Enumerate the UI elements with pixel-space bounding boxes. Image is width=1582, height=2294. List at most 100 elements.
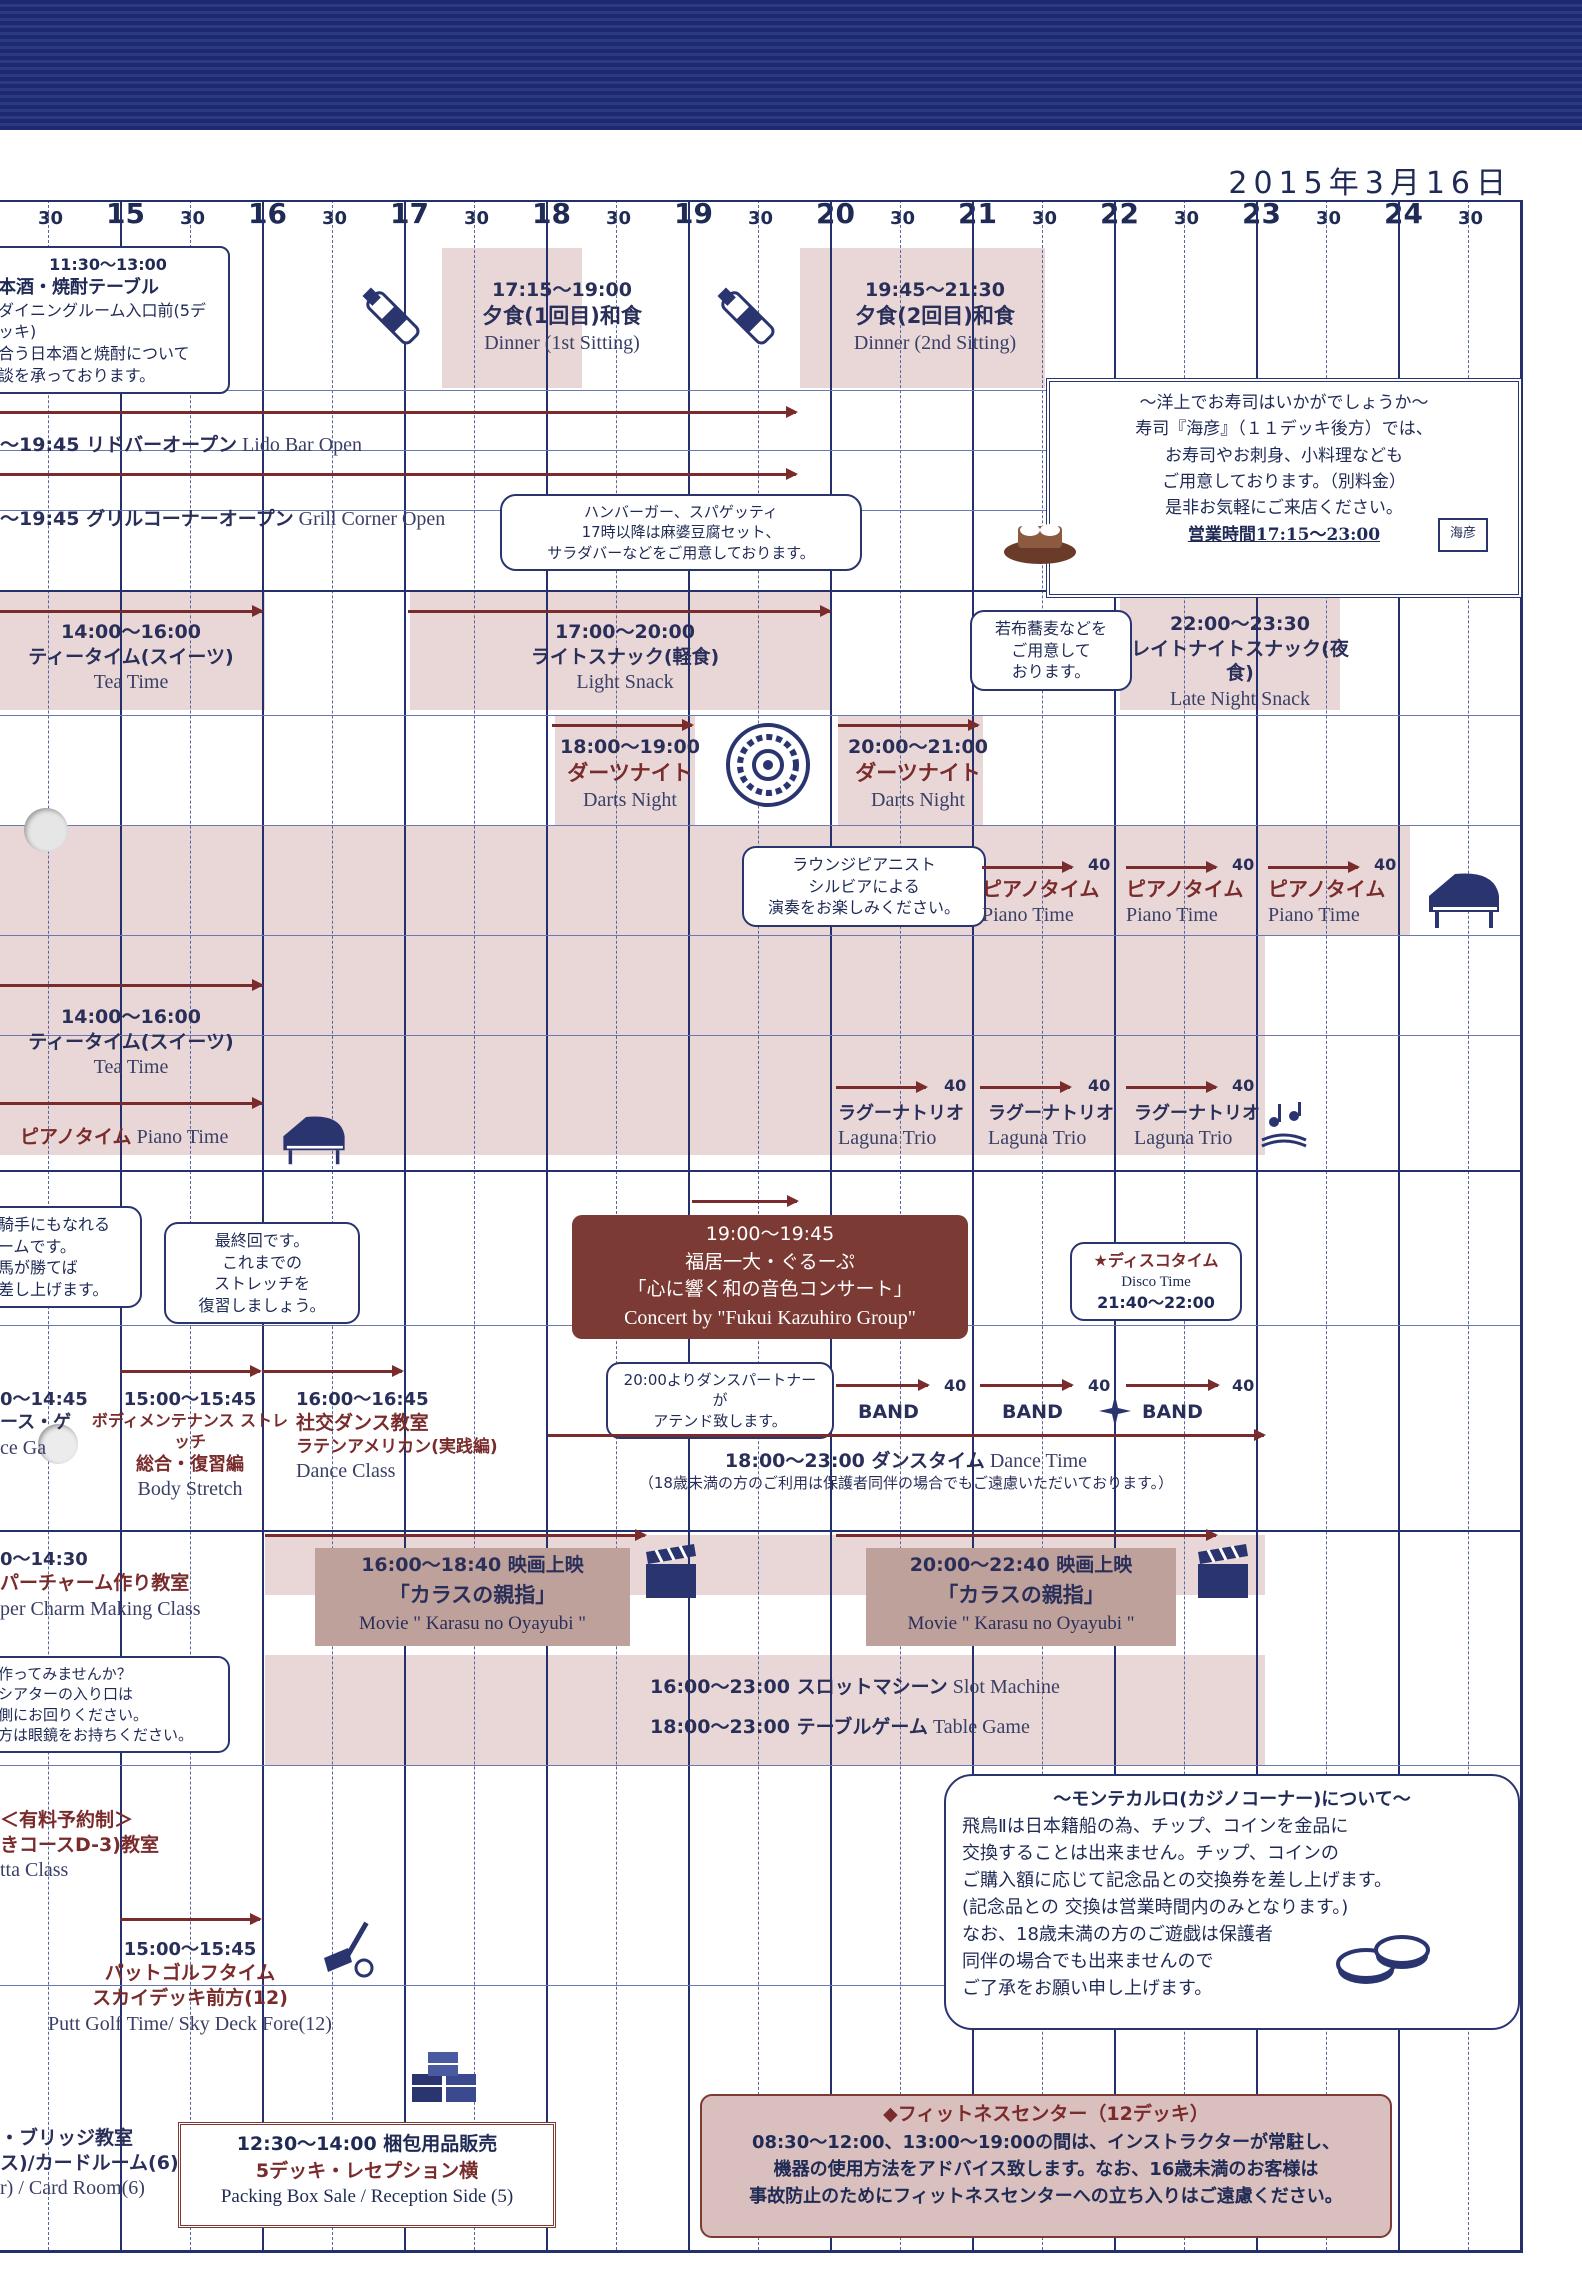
band-label: BAND xyxy=(1002,1401,1063,1423)
dinner-2nd-sitting: 19:45〜21:30 夕食(2回目)和食 Dinner (2nd Sittin… xyxy=(810,278,1060,356)
golf-club-icon xyxy=(324,1921,374,1978)
hole-punch xyxy=(38,1424,78,1464)
paper-charm-class: 0〜14:30 パーチャーム作り教室 per Charm Making Clas… xyxy=(0,1548,201,1622)
tea1-time: 14:00〜16:00 xyxy=(61,621,201,643)
darts-night-1: 18:00〜19:00 ダーツナイト Darts Night xyxy=(545,735,715,813)
movie1-time: 16:00〜18:40 映画上映 xyxy=(361,1554,584,1576)
laguna-trio-3: ラグーナトリオ Laguna Trio xyxy=(1134,1102,1274,1151)
paid-l1: ＜有料予約制＞ xyxy=(0,1809,134,1831)
piano3-en: Piano Time xyxy=(1268,904,1360,926)
umihiko-logo: 海彦 xyxy=(1438,518,1488,552)
concert-l2: 「心に響く和の音色コンサート」 xyxy=(627,1278,913,1301)
clapperboard-icon xyxy=(646,1544,696,1598)
dance-class-l1: 社交ダンス教室 xyxy=(296,1412,429,1435)
casino-l3: ご購入額に応じて記念品との交換券を差し上げます。 xyxy=(962,1870,1393,1891)
concert-fukui-kazuhiro: 19:00〜19:45 福居一大・ぐるーぷ 「心に響く和の音色コンサート」 Co… xyxy=(572,1215,968,1339)
laguna-arrow xyxy=(836,1081,928,1093)
sushi-line1: 〜洋上でお寿司はいかがでしょうか〜 xyxy=(1139,393,1429,413)
piano2-jp: ピアノタイム xyxy=(1126,877,1244,901)
sake-title: 本酒・焼酎テーブル xyxy=(0,276,159,298)
stretch-l2: 総合・復習編 xyxy=(136,1453,244,1475)
light-time: 17:00〜20:00 xyxy=(555,621,695,643)
light-arrow xyxy=(408,605,832,617)
sushi-hours: 営業時間17:15〜23:00 xyxy=(1187,524,1381,545)
tick-30: 30 xyxy=(748,208,774,229)
sushi-umihiko-box: 〜洋上でお寿司はいかがでしょうか〜 寿司『海彦』（１１デッキ後方）では、 お寿司… xyxy=(1046,378,1522,598)
paper-charm-bubble: 作ってみませんか？ シアターの入り口は 側にお回りください。 方は眼鏡をお持ちく… xyxy=(0,1656,230,1753)
putt-time: 15:00〜15:45 xyxy=(123,1939,257,1960)
band-arrow xyxy=(980,1379,1074,1391)
putt-golf-time: 15:00〜15:45 パットゴルフタイム スカイデッキ前方(12) Putt … xyxy=(30,1938,350,2037)
game-l2: ームです。 xyxy=(0,1236,76,1256)
fitness-l1: 08:30〜12:00、13:00〜19:00の間は、インストラクターが常駐し、 xyxy=(751,2131,1341,2153)
grill-en: Grill Corner Open xyxy=(298,508,446,530)
band-label: BAND xyxy=(858,1401,919,1423)
dance-class-arrow xyxy=(262,1365,404,1377)
tick-30: 30 xyxy=(606,208,632,229)
laguna1-jp: ラグーナトリオ xyxy=(838,1103,964,1124)
laguna-arrow xyxy=(980,1081,1072,1093)
laguna3-en: Laguna Trio xyxy=(1134,1127,1233,1150)
game-l3: 馬が勝てば xyxy=(0,1258,78,1278)
band-mins: 40 xyxy=(1232,1376,1255,1395)
movie2-arrow xyxy=(836,1529,1218,1541)
darts1-title: ダーツナイト xyxy=(567,760,693,785)
concert-en: Concert by "Fukui Kazuhiro Group" xyxy=(624,1306,916,1329)
packing-en: Packing Box Sale / Reception Side (5) xyxy=(220,2186,514,2208)
concert-time: 19:00〜19:45 xyxy=(705,1223,835,1245)
paper-bubble-l2: シアターの入り口は xyxy=(0,1685,134,1704)
dance-time: 18:00〜23:00 ダンスタイム Dance Time （18歳未満の方のご… xyxy=(548,1448,1264,1494)
disco-jp: ★ディスコタイム xyxy=(1093,1251,1219,1270)
laguna-mins: 40 xyxy=(1232,1076,1255,1095)
tea-time-1: 14:00〜16:00 ティータイム(スイーツ) Tea Time xyxy=(0,620,262,695)
piano-time-1: ピアノタイム Piano Time xyxy=(982,876,1112,928)
tick-30: 30 xyxy=(1032,208,1058,229)
tick-17: 17 xyxy=(390,197,429,230)
paper-jp: パーチャーム作り教室 xyxy=(0,1572,190,1595)
casino-l7: ご了承をお願い申し上げます。 xyxy=(962,1978,1213,1999)
piano-time-3: ピアノタイム Piano Time xyxy=(1268,876,1398,928)
disco-time-bubble: ★ディスコタイム Disco Time 21:40〜22:00 xyxy=(1070,1242,1242,1322)
lido-en: Lido Bar Open xyxy=(242,434,363,456)
tick-16: 16 xyxy=(248,197,287,230)
lido-jp: 〜19:45 リドバーオープン xyxy=(0,434,237,456)
laguna-trio-2: ラグーナトリオ Laguna Trio xyxy=(988,1102,1128,1151)
piano1-jp: ピアノタイム xyxy=(982,877,1100,901)
soba-l3: おります。 xyxy=(1011,662,1091,682)
stretch-time: 15:00〜15:45 xyxy=(123,1389,257,1410)
tick-30: 30 xyxy=(1174,208,1200,229)
darts2-shade xyxy=(838,715,983,825)
tick-20: 20 xyxy=(816,197,855,230)
sake-time: 11:30〜13:00 xyxy=(49,255,167,274)
band-mins: 40 xyxy=(1088,1376,1111,1395)
game-l1: 騎手にもなれる xyxy=(0,1215,111,1234)
casino-info-bubble: 〜モンテカルロ(カジノコーナー)について〜 飛鳥Ⅱは日本籍船の為、チップ、コイン… xyxy=(944,1774,1520,2030)
paper-bubble-l3: 側にお回りください。 xyxy=(0,1705,149,1724)
piano-mins: 40 xyxy=(1232,855,1255,874)
casino-l1: 飛鳥Ⅱは日本籍船の為、チップ、コインを金品に xyxy=(962,1816,1349,1837)
piano-left-en: Piano Time xyxy=(136,1126,229,1148)
movie1-en: Movie " Karasu no Oyayubi " xyxy=(358,1612,587,1634)
tick-30: 30 xyxy=(890,208,916,229)
dance-class-en: Dance Class xyxy=(296,1460,396,1483)
dartboard-icon xyxy=(726,723,810,807)
tick-30: 30 xyxy=(180,208,206,229)
piano-left-jp: ピアノタイム xyxy=(20,1126,132,1148)
table-game: 18:00〜23:00 テーブルゲーム Table Game xyxy=(650,1714,1030,1740)
dance-time-jp: 18:00〜23:00 ダンスタイム xyxy=(724,1450,985,1472)
bridge-l3: r) / Card Room(6) xyxy=(0,2177,145,2200)
light-title: ライトスナック(軽食) xyxy=(530,645,720,668)
tea1-arrow xyxy=(0,605,264,617)
light-en: Light Snack xyxy=(576,671,674,694)
stretch-l1: ボディメンテナンス ストレッチ xyxy=(91,1411,289,1452)
paper-en: per Charm Making Class xyxy=(0,1598,201,1621)
soba-l1: 若布蕎麦などを xyxy=(994,619,1107,638)
tea1-title: ティータイム(スイーツ) xyxy=(28,645,234,668)
stretch-bubble-l4: 復習しましょう。 xyxy=(198,1295,326,1315)
paper-time: 0〜14:30 xyxy=(0,1549,88,1570)
hole-punch xyxy=(24,808,68,852)
wine-bottle-icon xyxy=(717,287,775,345)
tea2-title: ティータイム(スイーツ) xyxy=(28,1030,234,1053)
band-2: BAND xyxy=(1002,1400,1063,1425)
dinner1-shade xyxy=(442,248,582,388)
